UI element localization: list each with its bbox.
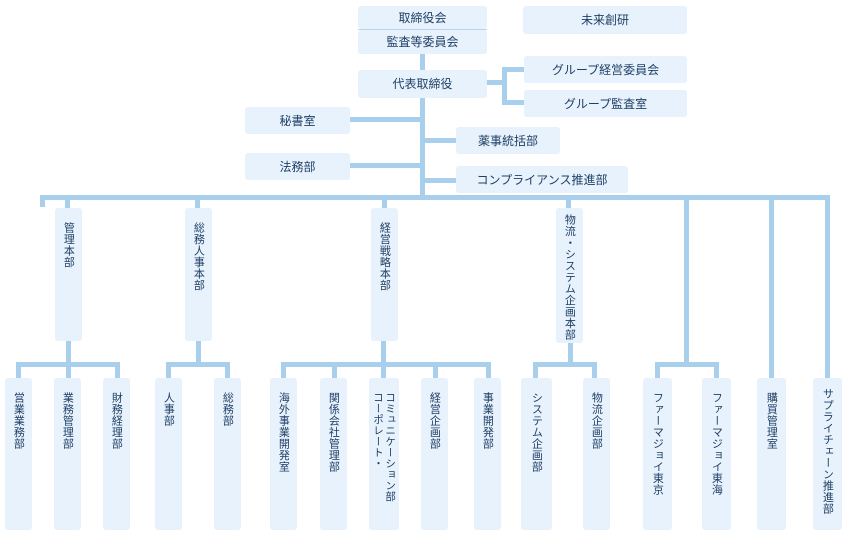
dept-logistics-planning[interactable]: 物流企画部 bbox=[583, 378, 610, 530]
dept-planning-label: 経営企画部 bbox=[428, 392, 442, 450]
dept-system-planning-label: システム企画部 bbox=[530, 392, 544, 473]
dept-pharmajo-tokyo-label: ファーマジョイ東京 bbox=[651, 392, 665, 496]
dept-general-affairs-label: 総務部 bbox=[221, 392, 235, 427]
dept-supply-chain-label: サプライチェーン推進部 bbox=[821, 388, 835, 515]
dept-pharmajo-tokai-label: ファーマジョイ東海 bbox=[710, 392, 724, 496]
dept-logistics-planning-label: 物流企画部 bbox=[590, 392, 604, 450]
dept-affiliates-label: 関係会社管理部 bbox=[327, 392, 341, 473]
dept-corp-communication-label-2: コミュニケーション部 bbox=[384, 392, 397, 502]
dept-supply-chain[interactable]: サプライチェーン推進部 bbox=[813, 378, 842, 530]
dept-sales-admin[interactable]: 営業業務部 bbox=[5, 378, 32, 530]
dept-system-planning[interactable]: システム企画部 bbox=[521, 378, 552, 530]
dept-planning[interactable]: 経営企画部 bbox=[421, 378, 448, 530]
division-logistics[interactable]: 物流・システム企画本部 bbox=[556, 208, 583, 343]
dept-finance-label: 財務経理部 bbox=[110, 392, 124, 450]
dept-finance[interactable]: 財務経理部 bbox=[103, 378, 130, 530]
legal-box[interactable]: 法務部 bbox=[245, 153, 350, 180]
secretary-box[interactable]: 秘書室 bbox=[245, 107, 350, 134]
division-logistics-label: 物流・システム企画本部 bbox=[563, 214, 577, 341]
group-committee-box[interactable]: グループ経営委員会 bbox=[524, 56, 687, 83]
board-audit-divider bbox=[358, 29, 487, 30]
audit-committee-box[interactable]: 監査等委員会 bbox=[358, 30, 487, 54]
dept-pharmajo-tokai[interactable]: ファーマジョイ東海 bbox=[702, 378, 731, 530]
dept-business-admin[interactable]: 業務管理部 bbox=[54, 378, 81, 530]
dept-biz-dev-label: 事業開発部 bbox=[481, 392, 495, 450]
dept-corp-communication-label-1: コーポレート・ bbox=[372, 392, 384, 469]
dept-personnel[interactable]: 人事部 bbox=[155, 378, 182, 530]
pharma-box[interactable]: 薬事統括部 bbox=[456, 127, 560, 154]
dept-personnel-label: 人事部 bbox=[162, 392, 176, 427]
future-research-box[interactable]: 未来創研 bbox=[523, 6, 687, 34]
division-strategy[interactable]: 経営戦略本部 bbox=[371, 208, 398, 341]
division-admin-label: 管理本部 bbox=[62, 222, 76, 268]
division-strategy-label: 経営戦略本部 bbox=[378, 222, 392, 291]
group-audit-box[interactable]: グループ監査室 bbox=[524, 90, 687, 117]
dept-general-affairs[interactable]: 総務部 bbox=[214, 378, 241, 530]
division-admin[interactable]: 管理本部 bbox=[55, 208, 82, 341]
ceo-box[interactable]: 代表取締役 bbox=[358, 70, 487, 98]
dept-biz-dev[interactable]: 事業開発部 bbox=[474, 378, 501, 530]
dept-business-admin-label: 業務管理部 bbox=[61, 392, 75, 450]
dept-sales-admin-label: 営業業務部 bbox=[12, 392, 26, 450]
dept-affiliates[interactable]: 関係会社管理部 bbox=[320, 378, 347, 530]
board-of-directors-box[interactable]: 取締役会 bbox=[358, 6, 487, 29]
division-hr[interactable]: 総務人事本部 bbox=[185, 208, 212, 341]
compliance-box[interactable]: コンプライアンス推進部 bbox=[456, 166, 628, 193]
dept-purchasing-label: 購買管理室 bbox=[765, 392, 779, 450]
dept-pharmajo-tokyo[interactable]: ファーマジョイ東京 bbox=[643, 378, 672, 530]
dept-corp-communication[interactable]: コーポレート・ コミュニケーション部 bbox=[369, 378, 399, 530]
dept-purchasing[interactable]: 購買管理室 bbox=[757, 378, 786, 530]
division-hr-label: 総務人事本部 bbox=[192, 222, 206, 291]
dept-overseas[interactable]: 海外事業開発室 bbox=[270, 378, 297, 530]
dept-overseas-label: 海外事業開発室 bbox=[277, 392, 291, 473]
